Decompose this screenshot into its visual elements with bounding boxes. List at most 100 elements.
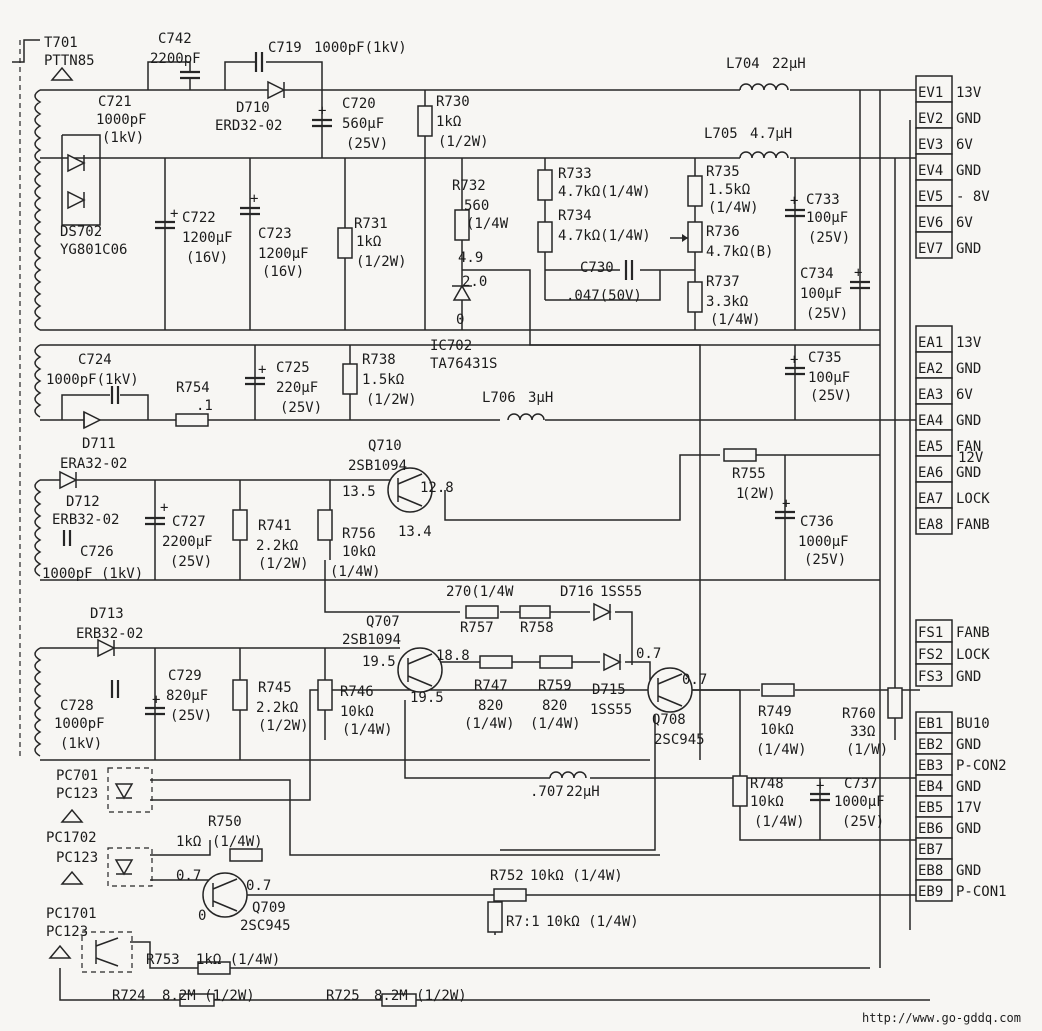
c724-value: 1000pF(1kV) [46, 372, 139, 388]
connector-pin-box [915, 351, 953, 379]
c728-rating: (1kV) [60, 736, 102, 752]
r755-value: 1 [736, 486, 744, 502]
d711-ref: D711 [82, 436, 116, 452]
connector-pin-name: EB7 [918, 842, 943, 858]
connector-pin-name: EB1 [918, 716, 943, 732]
diode-d712: D712 ERB32-02 [52, 470, 119, 528]
inductor-l704: L704 22µH [726, 56, 806, 91]
c742-value: 2200pF [150, 51, 201, 67]
connector-pin-label: 17V [956, 800, 982, 816]
r758-ref: R758 [520, 620, 554, 636]
connector-pin-name: FS1 [918, 625, 943, 641]
r754-ref: R754 [176, 380, 210, 396]
q710-c: 12.8 [420, 480, 454, 496]
c729-ref: C729 [168, 668, 202, 684]
r733-value: 4.7kΩ(1/4W) [558, 184, 651, 200]
r733-ref: R733 [558, 166, 592, 182]
resistor-r747: R747 820 (1/4W) [464, 655, 515, 732]
potentiometer-r736: R736 4.7kΩ(B) [670, 221, 773, 260]
q710-ref: Q710 [368, 438, 402, 454]
connector-pin-label: GND [956, 465, 981, 481]
r757-value: 270(1/4W [446, 584, 514, 600]
connector-pin-name: EB3 [918, 758, 943, 774]
pc1701-part: PC123 [46, 924, 88, 940]
c722-ref: C722 [182, 210, 216, 226]
c735-value: 100µF [808, 370, 850, 386]
r760-rating: (1/W) [846, 742, 888, 758]
r730-value: 1kΩ [436, 114, 461, 130]
connector-pin-box [915, 179, 953, 207]
optocoupler-pc1701: PC1701 PC123 [46, 906, 133, 973]
connector-pin-label: 6V [956, 387, 973, 403]
r746-ref: R746 [340, 684, 374, 700]
svg-text:+: + [170, 206, 178, 222]
c723-ref: C723 [258, 226, 292, 242]
r759-ref: R759 [538, 678, 572, 694]
r756-value: 10kΩ [342, 544, 376, 560]
c734-ref: C734 [800, 266, 834, 282]
connector-pin-box [915, 455, 953, 483]
r748-value: 10kΩ [750, 794, 784, 810]
capacitor-c719: C719 1000pF(1kV) [254, 40, 407, 72]
svg-text:+: + [854, 265, 862, 281]
resistor-r758: R758 [519, 605, 554, 636]
r749-ref: R749 [758, 704, 792, 720]
c721-rating: (1kV) [102, 130, 144, 146]
connector-pin-name: EV3 [918, 137, 943, 153]
c736-rating: (25V) [804, 552, 846, 568]
c730-ref: C730 [580, 260, 614, 276]
ds702-part: YG801C06 [60, 242, 127, 258]
connector-pin-label: FANB [956, 625, 990, 641]
svg-text:+: + [790, 352, 798, 368]
connector-pin-label: LOCK [956, 491, 990, 507]
svg-text:+: + [160, 500, 168, 516]
connector-pin-name: EA7 [918, 491, 943, 507]
r731-value: 1kΩ [356, 234, 381, 250]
capacitor-c736: + C736 1000µF (25V) [775, 496, 849, 568]
r737-ref: R737 [706, 274, 740, 290]
r737-value: 3.3kΩ [706, 294, 748, 310]
r734-value: 4.7kΩ(1/4W) [558, 228, 651, 244]
d710-part: ERD32-02 [215, 118, 282, 134]
c737-ref: C737 [844, 776, 878, 792]
c726-ref: C726 [80, 544, 114, 560]
connector-pin-name: EB4 [918, 779, 943, 795]
c727-value: 2200µF [162, 534, 213, 550]
connector-pin-name: EA3 [918, 387, 943, 403]
r750-ref: R750 [208, 814, 242, 830]
r750-value: 1kΩ [176, 834, 201, 850]
pc1701-ref: PC1701 [46, 906, 97, 922]
r749-value: 10kΩ [760, 722, 794, 738]
c725-rating: (25V) [280, 400, 322, 416]
r732-ref: R732 [452, 178, 486, 194]
svg-text:+: + [258, 362, 266, 378]
resistor-r754: R754 .1 [175, 380, 213, 427]
q709-e: 0 [198, 908, 206, 924]
r741-value: 2.2kΩ [256, 538, 298, 554]
r724-ref: R724 [112, 988, 146, 1004]
c728-value: 1000pF [54, 716, 105, 732]
resistor-r725: R725 8.2M (1/2W) [326, 988, 467, 1007]
capacitor-c734: + C734 100µF (25V) [800, 265, 870, 322]
r736-ref: R736 [706, 224, 740, 240]
q709-b: 0.7 [176, 868, 201, 884]
c720-ref: C720 [342, 96, 376, 112]
capacitor-c720: + C720 560µF (25V) [312, 96, 388, 152]
q709-c: 0.7 [246, 878, 271, 894]
pc1702-ref: PC1702 [46, 830, 97, 846]
l705-value: 4.7µH [750, 126, 792, 142]
q708-ref: Q708 [652, 712, 686, 728]
inductor-l707: .707 22µH [530, 771, 600, 800]
r754-value: .1 [196, 398, 213, 414]
resistor-r745: R745 2.2kΩ (1/2W) [232, 679, 309, 734]
r757-ref: R757 [460, 620, 494, 636]
capacitor-c724: C724 1000pF(1kV) [46, 352, 139, 404]
svg-text:+: + [250, 191, 258, 207]
c729-rating: (25V) [170, 708, 212, 724]
c720-value: 560µF [342, 116, 384, 132]
transistor-q708: Q708 2SC945 0.7 [647, 667, 707, 748]
q708-part: 2SC945 [654, 732, 705, 748]
connector-pin-label: 13V [956, 85, 982, 101]
connector-pin-name: EV6 [918, 215, 943, 231]
